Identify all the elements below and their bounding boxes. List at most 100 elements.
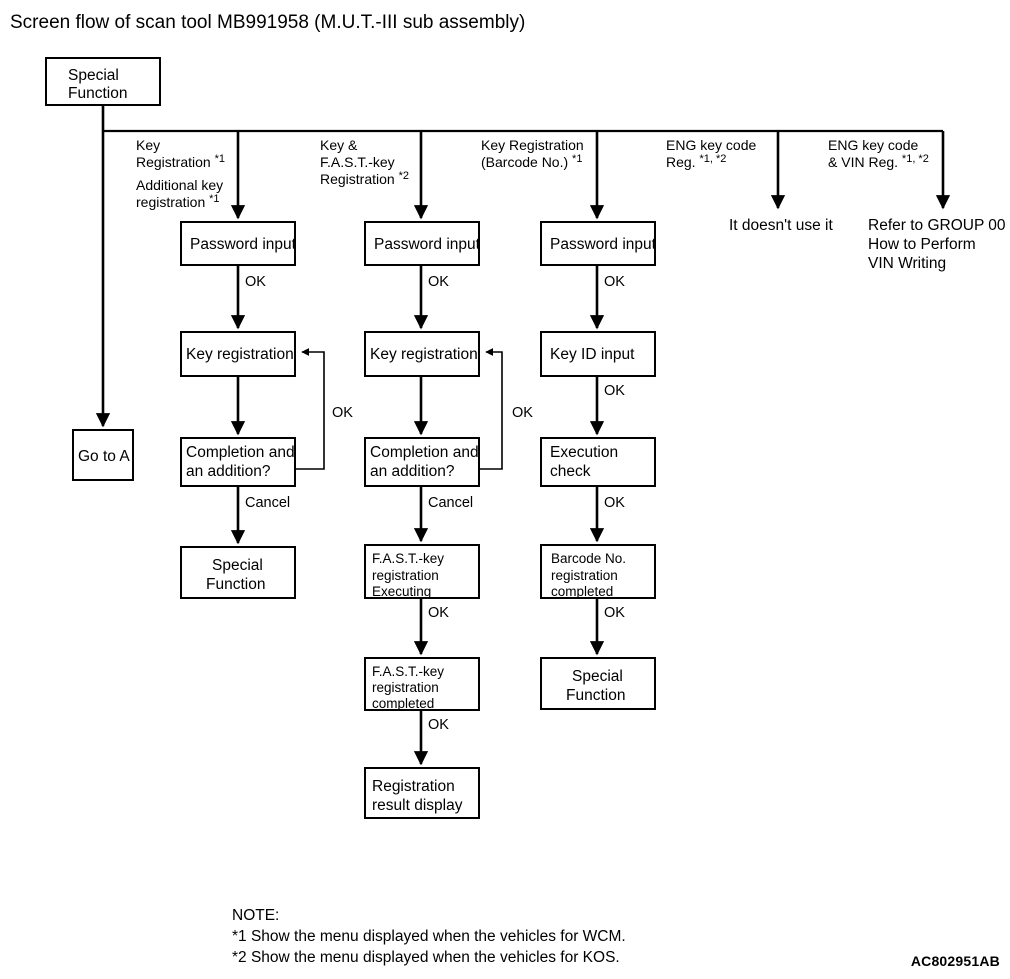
svg-text:registration *1: registration *1	[136, 193, 220, 210]
node-barcode-registration-completed: Barcode No. registration completed	[540, 544, 656, 599]
node-special-function-root: Special Function	[45, 57, 161, 106]
svg-text:Registration *1: Registration *1	[136, 153, 225, 170]
node-label-line-3: completed	[551, 584, 613, 599]
node-execution-check: Execution check	[540, 437, 656, 487]
node-label-line-1: Special	[572, 668, 623, 685]
root-label-line2: Function	[68, 85, 127, 102]
edge-label-ok: OK	[604, 274, 625, 290]
node-label: Key registration	[370, 346, 478, 363]
branch-label-sup-2: *1	[209, 193, 219, 205]
edge-label-ok: OK	[428, 605, 449, 621]
node-special-function-1: Special Function	[180, 546, 296, 599]
node-label: Password input	[374, 236, 481, 253]
branch-label-sup-1: *1	[572, 153, 582, 165]
node-fast-key-completed: F.A.S.T.-key registration completed	[364, 657, 480, 711]
edge-label-ok: OK	[428, 274, 449, 290]
note-line-1: *1 Show the menu displayed when the vehi…	[232, 928, 626, 945]
note-heading: NOTE:	[232, 907, 279, 924]
node-label-line-1: F.A.S.T.-key	[372, 664, 444, 679]
node-go-to-a: Go to A	[72, 429, 134, 481]
drawing-code: AC802951AB	[911, 953, 1000, 969]
node-label-line-2: registration	[372, 568, 439, 583]
edge-label-ok: OK	[245, 274, 266, 290]
node-key-registration-1: Key registration	[180, 331, 296, 377]
svg-text:Reg. *1, *2: Reg. *1, *2	[666, 153, 726, 170]
node-label-line-1: Barcode No.	[551, 551, 626, 566]
branch-label-line-2: (Barcode No.)	[481, 154, 572, 170]
node-key-registration-2: Key registration	[364, 331, 480, 377]
node-label: Password input	[550, 236, 657, 253]
node-key-id-input: Key ID input	[540, 331, 656, 377]
node-label-line-1: Completion and	[370, 444, 479, 461]
branch-label-eng-key-vin: ENG key code & VIN Reg. *1, *2	[828, 137, 929, 170]
branch-label-line-4: registration	[136, 194, 209, 210]
node-label-line-3: completed	[372, 696, 434, 711]
loop-label-ok: OK	[512, 405, 533, 421]
node-password-input-1: Password input	[180, 221, 297, 266]
node-label-line-2: registration	[551, 568, 618, 583]
node-completion-addition-1: Completion and an addition?	[180, 437, 296, 487]
svg-text:Registration *2: Registration *2	[320, 170, 409, 187]
node-label-line-2: registration	[372, 680, 439, 695]
connector-loop-completion-to-keyreg-2	[479, 348, 503, 470]
page-title: Screen flow of scan tool MB991958 (M.U.T…	[10, 12, 526, 33]
loop-label-ok: OK	[332, 405, 353, 421]
branch-label-line-1: Key Registration	[481, 137, 584, 153]
branch-label-line-3: Additional key	[136, 177, 223, 193]
branch-label-sup-1: *2	[399, 170, 409, 182]
node-label: Password input	[190, 236, 297, 253]
node-label-line-1: Completion and	[186, 444, 295, 461]
branch-label-line-1: ENG key code	[828, 137, 918, 153]
connector-loop-completion-to-keyreg-1	[295, 348, 325, 470]
terminal-text-eng-key-vin: Refer to GROUP 00 How to Perform VIN Wri…	[868, 217, 1006, 272]
node-label-line-2: an addition?	[370, 463, 455, 480]
branch-label-line-2: & VIN Reg.	[828, 154, 902, 170]
node-label-line-1: Execution	[550, 444, 618, 461]
node-label-line-1: Special	[212, 557, 263, 574]
branch-label-eng-key-code: ENG key code Reg. *1, *2	[666, 137, 756, 170]
node-registration-result-display: Registration result display	[364, 767, 480, 819]
branch-label-barcode: Key Registration (Barcode No.) *1	[481, 137, 584, 170]
node-label-line-2: Function	[206, 576, 265, 593]
node-fast-key-executing: F.A.S.T.-key registration Executing	[364, 544, 480, 599]
terminal-text-line-1: Refer to GROUP 00	[868, 217, 1006, 234]
branch-label-sup-1: *1, *2	[902, 153, 929, 165]
node-label-line-2: an addition?	[186, 463, 271, 480]
edge-label-ok: OK	[428, 717, 449, 733]
branch-label-line-2: F.A.S.T.-key	[320, 154, 395, 170]
terminal-text-line-3: VIN Writing	[868, 255, 946, 272]
node-password-input-2: Password input	[364, 221, 481, 266]
branch-label-line-2: Registration	[136, 154, 215, 170]
branch-label-sup-1: *1, *2	[699, 153, 726, 165]
branch-label-line-1: Key	[136, 137, 160, 153]
node-password-input-3: Password input	[540, 221, 657, 266]
node-label-line-3: Executing	[372, 584, 431, 599]
branch-label-key-registration: Key Registration *1 Additional key regis…	[136, 137, 225, 210]
edge-label-ok: OK	[604, 605, 625, 621]
svg-text:& VIN Reg. *1, *2: & VIN Reg. *1, *2	[828, 153, 929, 170]
note-block: NOTE: *1 Show the menu displayed when th…	[232, 907, 626, 966]
terminal-text-line-1: It doesn't use it	[729, 217, 833, 234]
branch-label-line-1: Key &	[320, 137, 358, 153]
edge-label-ok: OK	[604, 383, 625, 399]
terminal-text-line-2: How to Perform	[868, 236, 976, 253]
node-special-function-3: Special Function	[540, 657, 656, 710]
terminal-text-eng-key-code: It doesn't use it	[729, 217, 833, 234]
node-label: Key registration	[186, 346, 294, 363]
node-label: Key ID input	[550, 346, 635, 363]
edge-label-cancel: Cancel	[428, 495, 473, 511]
node-completion-addition-2: Completion and an addition?	[364, 437, 480, 487]
svg-text:(Barcode No.) *1: (Barcode No.) *1	[481, 153, 582, 170]
node-label-line-1: F.A.S.T.-key	[372, 551, 444, 566]
node-label-line-2: Function	[566, 687, 625, 704]
edge-label-cancel: Cancel	[245, 495, 290, 511]
node-label: Go to A	[78, 448, 130, 465]
edge-label-ok: OK	[604, 495, 625, 511]
node-label-line-2: check	[550, 463, 591, 480]
branch-label-fast-key: Key & F.A.S.T.-key Registration *2	[320, 137, 409, 187]
root-label-line1: Special	[68, 67, 119, 84]
branch-label-line-2: Reg.	[666, 154, 699, 170]
node-label-line-2: result display	[372, 797, 463, 814]
